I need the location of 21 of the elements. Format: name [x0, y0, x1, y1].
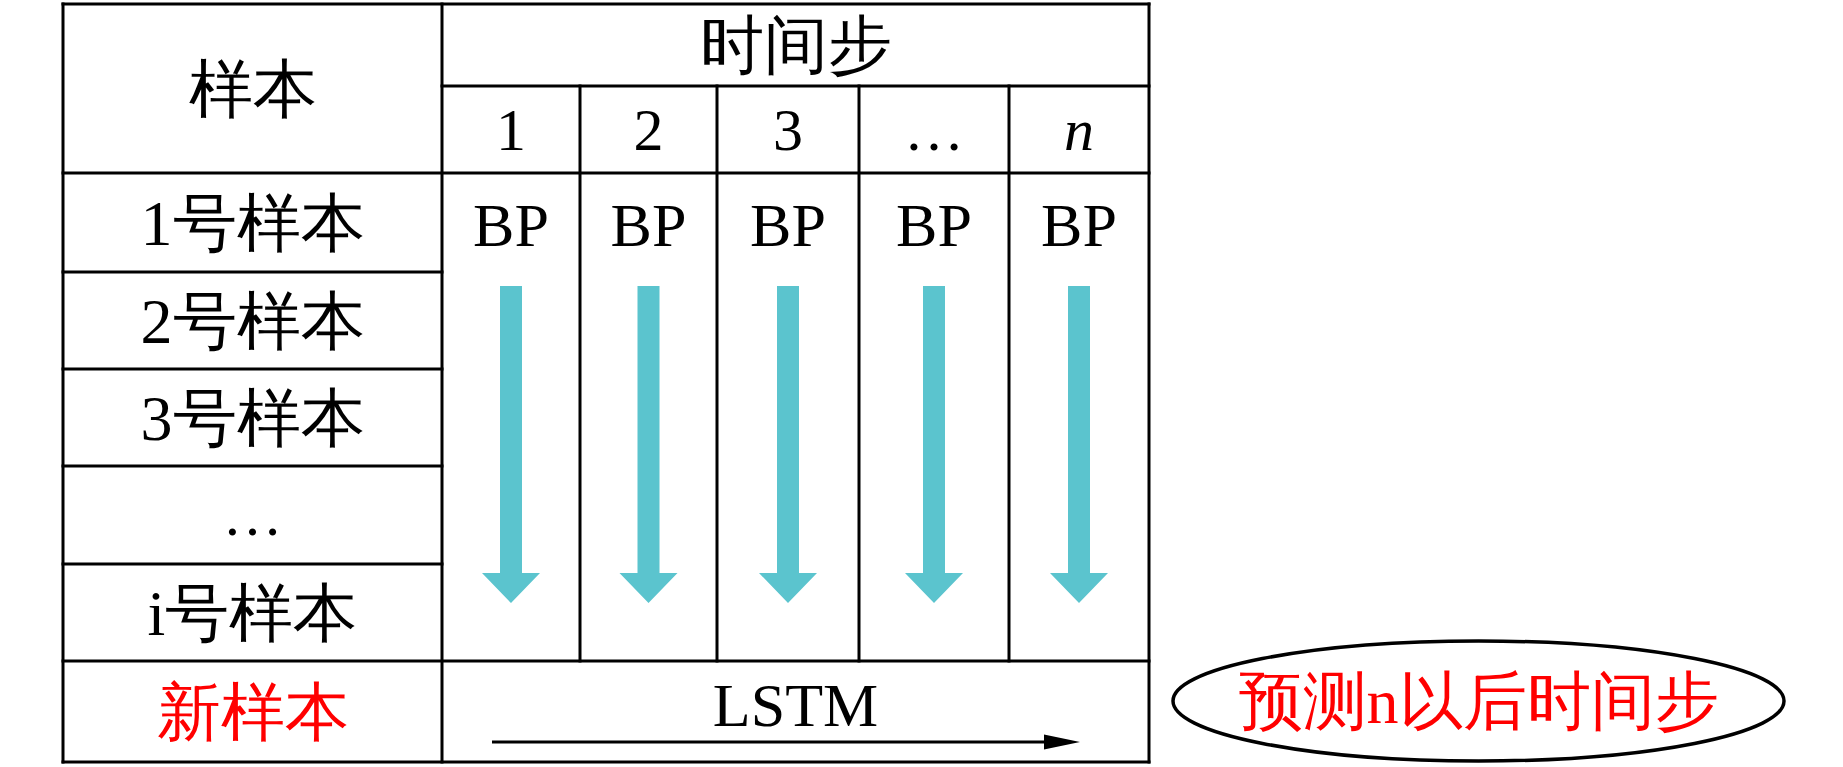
- step-number: 2: [633, 95, 664, 165]
- model-label: BP: [896, 190, 972, 261]
- step-number: 1: [496, 95, 526, 165]
- ellipsis-label: …: [904, 95, 964, 165]
- sample-label: 3号样本: [140, 381, 365, 455]
- step-number: 3: [773, 95, 803, 165]
- model-label: LSTM: [712, 670, 879, 741]
- model-label: BP: [1041, 190, 1117, 261]
- prediction-ellipse: [1171, 639, 1786, 763]
- sample-label: 2号样本: [140, 284, 365, 358]
- ellipsis-label: …: [222, 481, 283, 550]
- step-number: n: [1064, 95, 1094, 165]
- model-label: BP: [473, 190, 549, 261]
- sample-label: i号样本: [147, 576, 358, 650]
- sample-label: 1号样本: [140, 186, 365, 260]
- model-label: BP: [750, 190, 826, 261]
- column-header: 样本: [188, 52, 317, 126]
- prediction-label: 预测n以后时间步: [1238, 664, 1719, 739]
- model-label: BP: [610, 190, 687, 261]
- column-header: 时间步: [699, 8, 892, 83]
- sample-label: 新样本: [156, 675, 349, 749]
